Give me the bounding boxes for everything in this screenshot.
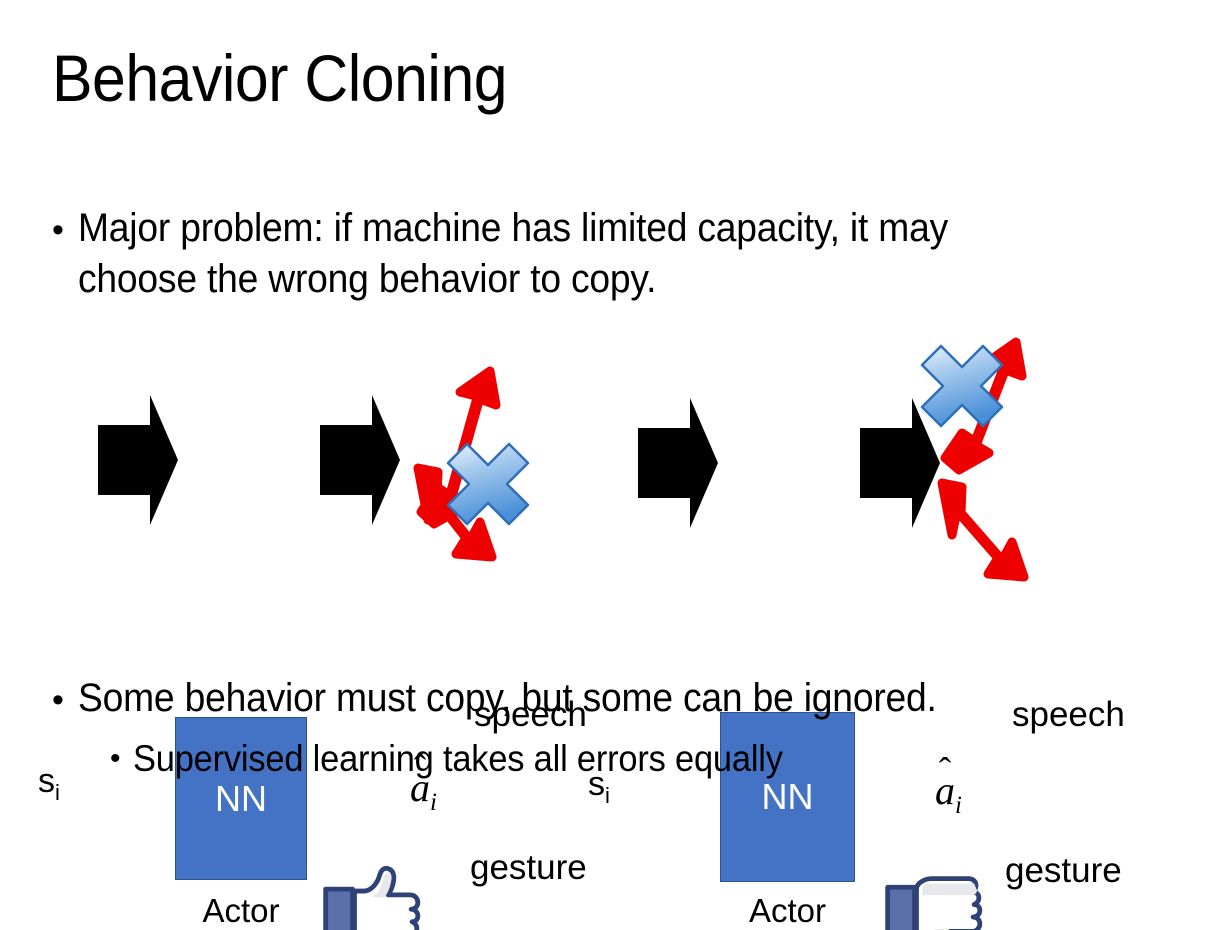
diagram-left-shapes bbox=[98, 366, 501, 562]
page-title: Behavior Cloning bbox=[52, 41, 508, 115]
diagram-negative-case: si NN Actor ̂ai speech gesture bbox=[560, 337, 1210, 930]
action-label-right: ̂ai bbox=[935, 768, 962, 819]
actor-label-right: Actor bbox=[748, 892, 827, 929]
bullet-supervised-learning: • Supervised learning takes all errors e… bbox=[110, 735, 1170, 782]
branch-label-speech-left: speech bbox=[474, 695, 587, 734]
bullet-some-behavior: • Some behavior must copy, but some can … bbox=[52, 673, 1172, 724]
bullet-major-problem: • Major problem: if machine has limited … bbox=[52, 203, 1142, 305]
bullet-major-problem-text: Major problem: if machine has limited ca… bbox=[77, 206, 948, 302]
input-arrow-icon bbox=[98, 395, 178, 525]
thumbs-up-icon bbox=[323, 865, 421, 930]
arrow-gesture-icon bbox=[413, 463, 497, 562]
bullet-marker-icon: • bbox=[110, 742, 121, 775]
nn-box-label: NN bbox=[761, 776, 814, 817]
actor-label-left: Actor bbox=[202, 892, 280, 929]
action-label-left: ̂ai bbox=[410, 765, 437, 816]
nn-box-right: NN bbox=[720, 712, 855, 882]
bullet-marker-icon: • bbox=[52, 211, 64, 249]
output-arrow-icon bbox=[860, 398, 940, 528]
thumbs-down-icon bbox=[885, 876, 983, 930]
branch-label-gesture-left: gesture bbox=[470, 848, 587, 887]
state-label-left: si bbox=[38, 762, 60, 805]
output-arrow-icon bbox=[320, 395, 400, 525]
input-arrow-icon bbox=[638, 398, 718, 528]
bullet-supervised-learning-text: Supervised learning takes all errors equ… bbox=[132, 738, 783, 779]
branch-label-speech-right: speech bbox=[1012, 695, 1125, 734]
arrow-gesture-icon bbox=[937, 478, 1029, 582]
diagram-positive-case: si NN Actor ̂ai speech gesture bbox=[0, 340, 620, 930]
branch-label-gesture-right: gesture bbox=[1005, 851, 1122, 890]
nn-box-label: NN bbox=[215, 777, 267, 819]
bullet-marker-icon: • bbox=[52, 681, 64, 719]
state-label-right: si bbox=[588, 765, 610, 808]
nn-box-left: NN bbox=[175, 717, 307, 880]
bullet-some-behavior-text: Some behavior must copy, but some can be… bbox=[77, 676, 937, 720]
